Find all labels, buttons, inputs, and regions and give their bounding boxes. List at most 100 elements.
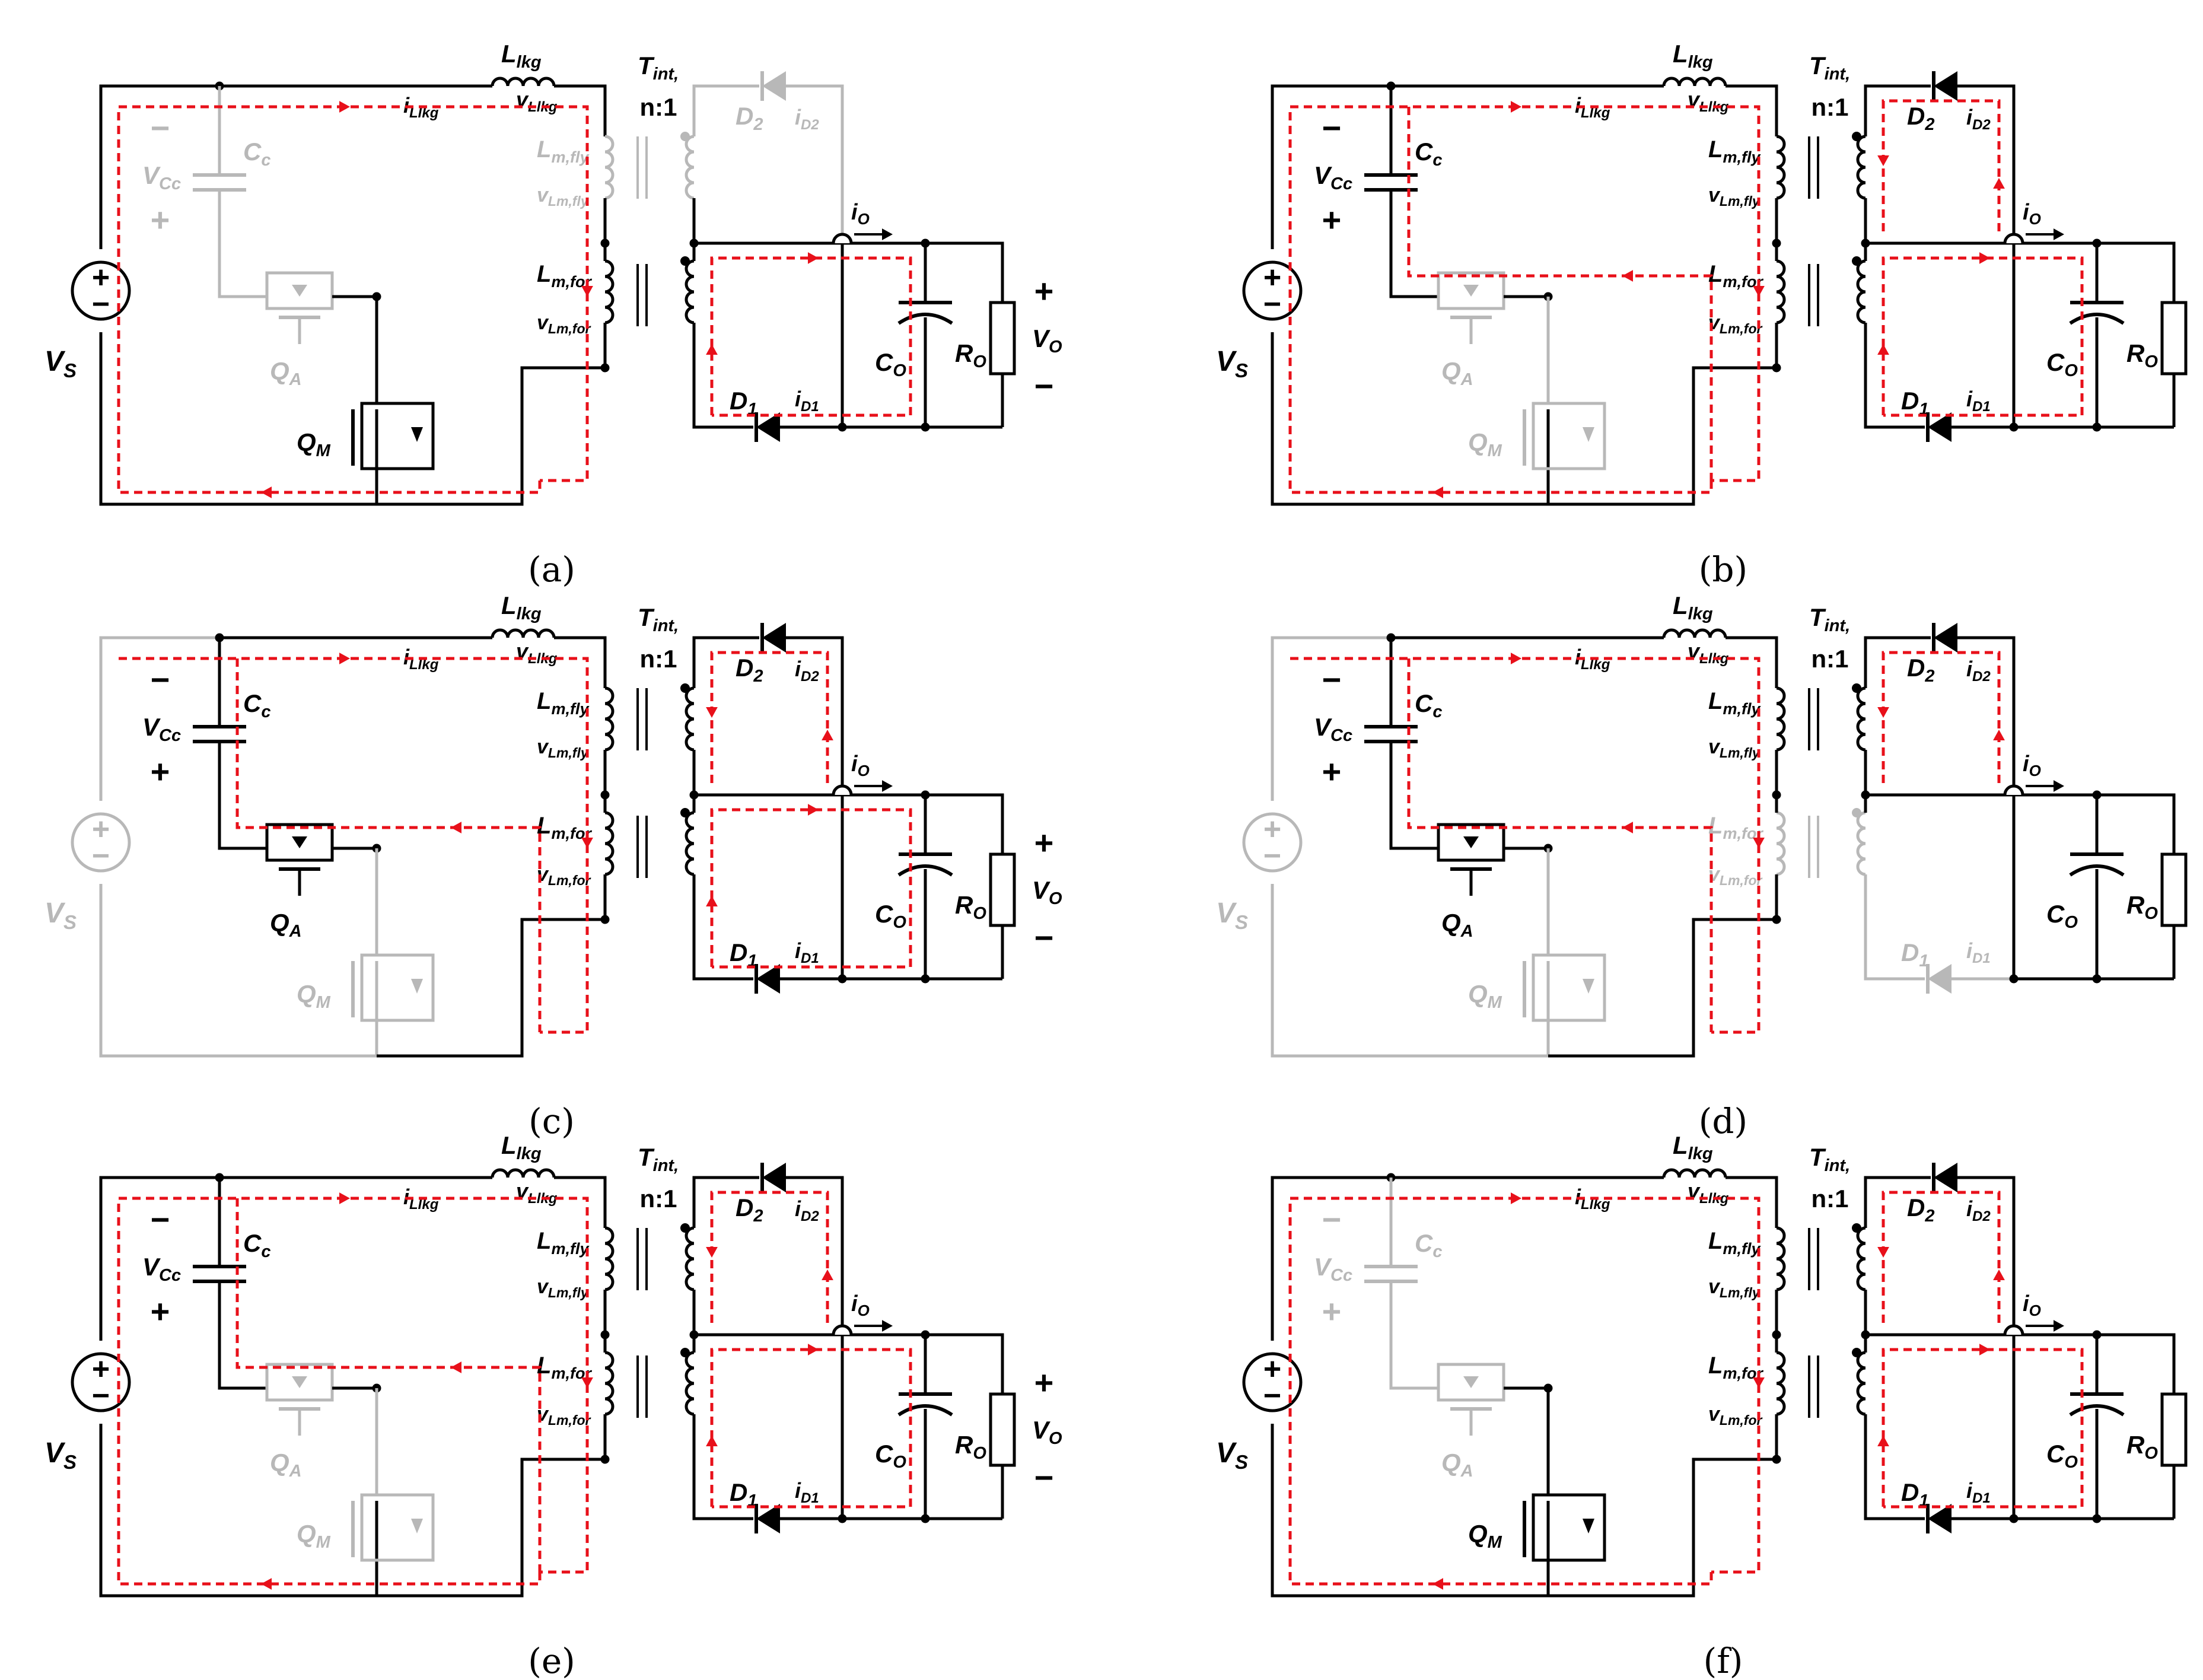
output-voltage-minus: −: [1034, 1459, 1054, 1496]
arrow-head: [2054, 1320, 2064, 1332]
load-positive-wire: [925, 241, 1004, 303]
arrow-head: [1622, 822, 1633, 833]
source-minus-sign: −: [1263, 839, 1281, 873]
output-capacitor-plate-bottom: [897, 864, 953, 877]
flyback-polarity-dot: [1852, 683, 1861, 693]
transformer-ratio: n:1: [640, 645, 677, 673]
junction-dot: [600, 363, 610, 373]
flyback-secondary-coil: [685, 686, 695, 752]
flyback-inductance-label: Lm,fly: [1708, 1228, 1761, 1258]
leakage-inductor-label: Llkg: [501, 40, 542, 72]
flyback-primary-coil: [1776, 135, 1786, 200]
auxiliary-switch-label: QA: [1441, 357, 1473, 389]
forward-secondary-current-path: [1882, 256, 2084, 417]
main-switch-body: [1532, 953, 1606, 1022]
d2-wire-left: [1864, 636, 1931, 688]
output-capacitor-label: CO: [2046, 348, 2078, 380]
clamp-voltage-label: VCc: [1314, 1253, 1352, 1285]
flyback-polarity-dot: [1852, 132, 1861, 141]
clamp-capacitor-label: Cc: [1415, 1229, 1442, 1261]
leakage-inductor-coil: [1662, 628, 1727, 638]
forward-secondary-coil: [1856, 259, 1866, 324]
junction-dot: [921, 974, 930, 984]
junction-dot: [921, 238, 930, 248]
arrow-head: [1753, 286, 1765, 297]
d1-current-label: iD1: [795, 387, 819, 415]
output-capacitor-label: CO: [875, 348, 906, 380]
forward-secondary-current-path: [710, 256, 912, 417]
source-minus-sign: −: [92, 287, 110, 322]
arrow-head: [1511, 1192, 1521, 1204]
output-capacitor-label: CO: [2046, 1440, 2078, 1472]
d2-wire-left: [1864, 1176, 1931, 1228]
primary-top-wire: [575, 636, 607, 688]
load-positive-wire: [2097, 1333, 2176, 1394]
output-current-label: iO: [851, 752, 870, 779]
arrow-head: [1432, 486, 1443, 498]
panel-caption: (a): [528, 549, 575, 590]
main-switch-body: [360, 953, 435, 1022]
crossover-hop: [832, 233, 853, 244]
primary-top-wire: [575, 1176, 607, 1228]
d2-label: D2: [1907, 654, 1934, 686]
output-capacitor-plate-bottom: [897, 1404, 953, 1417]
forward-polarity-dot: [680, 1348, 690, 1357]
auxiliary-switch-label: QA: [270, 909, 302, 941]
source-label: VS: [1216, 346, 1248, 381]
load-resistor-icon: [2160, 852, 2188, 927]
clamp-voltage-label: VCc: [142, 161, 181, 193]
circuit-panel-c: +−VSCcVCc−+QAQMLlkgvLlkgiLlkgTint,n:1Lm,…: [44, 591, 1062, 1141]
transformer-ratio: n:1: [1812, 1185, 1849, 1213]
d2-current-label: iD2: [1966, 657, 1991, 685]
arrow-head: [1979, 252, 1990, 264]
junction-dot: [921, 1330, 930, 1339]
d2-wire-right: [1957, 1176, 2016, 1335]
flyback-secondary-coil: [1856, 1226, 1866, 1291]
main-switch-body: [1532, 1493, 1606, 1562]
junction-dot: [2092, 1330, 2102, 1339]
d2-wire-left: [692, 636, 759, 688]
leakage-inductor-coil: [491, 628, 556, 638]
main-switch-label: QM: [1468, 1520, 1502, 1552]
primary-top-wire: [1747, 84, 1778, 136]
source-current-path: [117, 1198, 542, 1586]
load-resistor-label: RO: [955, 339, 986, 371]
clamp-capacitor-wire-bottom: [218, 1281, 267, 1390]
source-label: VS: [44, 346, 77, 381]
panel-caption: (b): [1699, 549, 1747, 590]
forward-polarity-dot: [680, 256, 690, 266]
clamp-voltage-label: VCc: [1314, 713, 1352, 745]
d2-wire-left: [692, 1176, 759, 1228]
d1-diode-icon: [756, 1504, 780, 1533]
arrow-head: [1877, 344, 1889, 355]
flyback-primary-coil: [604, 135, 615, 200]
load-positive-wire: [2097, 793, 2176, 854]
flyback-primary-coil: [1776, 686, 1786, 752]
clamp-voltage-label: VCc: [142, 713, 181, 745]
arrow-head: [2054, 228, 2064, 240]
leakage-voltage-label: vLlkg: [1688, 639, 1729, 667]
forward-voltage-label: vLm,for: [537, 863, 591, 888]
clamp-capacitor-label: Cc: [1415, 138, 1442, 170]
crossover-hop: [832, 784, 853, 796]
junction-dot: [2009, 1514, 2019, 1523]
d1-diode-icon: [1928, 412, 1951, 442]
junction-dot: [838, 422, 847, 432]
clamp-voltage-plus: +: [151, 1293, 170, 1330]
clamp-capacitor-wire-bottom: [1389, 1281, 1438, 1390]
primary-return-wire: [377, 1414, 607, 1598]
transformer-label: Tint,: [1809, 603, 1850, 635]
arrow-head: [706, 896, 718, 906]
primary-return-wire: [1548, 874, 1778, 1058]
crossover-hop: [2003, 1324, 2024, 1335]
d2-diode-icon: [762, 1163, 786, 1192]
load-resistor-icon: [2160, 301, 2188, 376]
source-minus-sign: −: [1263, 287, 1281, 322]
source-label: VS: [44, 898, 77, 933]
clamp-current-path: [235, 1198, 542, 1572]
flyback-voltage-label: vLm,fly: [537, 736, 589, 761]
junction-dot: [1772, 1455, 1781, 1464]
junction-dot: [2092, 422, 2102, 432]
arrow-head: [808, 252, 819, 264]
main-switch-body: [360, 402, 435, 470]
